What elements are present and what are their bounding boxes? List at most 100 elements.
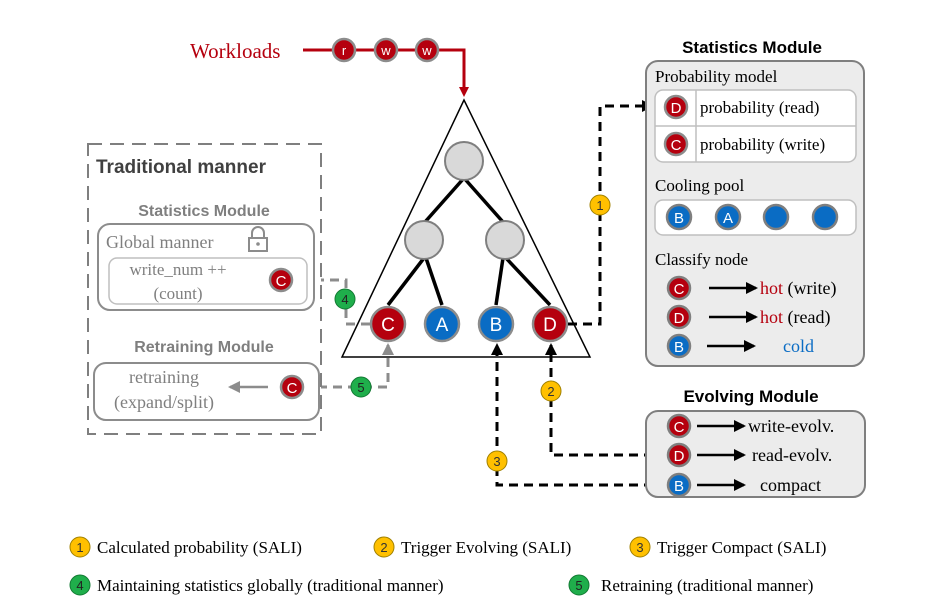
workload-op-w1: w bbox=[373, 37, 399, 63]
svg-text:read-evolv.: read-evolv. bbox=[752, 445, 832, 465]
svg-text:3: 3 bbox=[636, 540, 643, 555]
write-num-text: write_num ++ bbox=[129, 260, 226, 279]
svg-text:4: 4 bbox=[341, 292, 348, 307]
svg-text:D: D bbox=[671, 100, 682, 117]
svg-text:C: C bbox=[287, 380, 298, 397]
legend: 1 Calculated probability (SALI) 2 Trigge… bbox=[69, 536, 826, 596]
workload-op-r: r bbox=[331, 37, 357, 63]
internal-node-right bbox=[485, 220, 525, 260]
svg-text:D: D bbox=[674, 448, 685, 465]
cooling-node-a: A bbox=[714, 203, 742, 231]
cooling-pool-box bbox=[654, 199, 857, 236]
svg-text:w: w bbox=[380, 43, 391, 58]
leaf-node-b: B bbox=[477, 305, 515, 343]
probability-row-d: D probability (read) bbox=[663, 94, 819, 120]
svg-text:write-evolv.: write-evolv. bbox=[748, 416, 834, 436]
svg-text:probability (write): probability (write) bbox=[700, 135, 825, 154]
svg-text:5: 5 bbox=[357, 380, 364, 395]
workload-op-w2: w bbox=[414, 37, 440, 63]
svg-text:1: 1 bbox=[76, 540, 83, 555]
svg-text:D: D bbox=[543, 315, 557, 336]
legend-item-2: 2 Trigger Evolving (SALI) bbox=[373, 536, 571, 558]
cooling-node-empty-1 bbox=[762, 203, 790, 231]
classify-row-d: D hot (read) bbox=[666, 304, 830, 330]
retraining-node-c: C bbox=[279, 374, 305, 400]
svg-text:probability (read): probability (read) bbox=[700, 98, 819, 117]
svg-text:C: C bbox=[276, 273, 287, 290]
svg-text:C: C bbox=[671, 137, 682, 154]
svg-text:hot (read): hot (read) bbox=[760, 307, 830, 328]
traditional-stats-title: Statistics Module bbox=[138, 203, 270, 220]
svg-text:2: 2 bbox=[547, 384, 554, 399]
svg-text:hot (write): hot (write) bbox=[760, 278, 837, 299]
lock-icon bbox=[248, 226, 268, 252]
svg-text:D: D bbox=[674, 310, 685, 327]
internal-node-left bbox=[404, 220, 444, 260]
connector-step-1: 1 bbox=[568, 100, 654, 326]
traditional-manner-panel: Traditional manner Statistics Module Glo… bbox=[87, 143, 322, 435]
svg-text:B: B bbox=[674, 478, 684, 495]
svg-text:A: A bbox=[436, 315, 449, 336]
workloads-arrow bbox=[303, 48, 469, 97]
retraining-module-title: Retraining Module bbox=[134, 339, 274, 356]
legend-item-3: 3 Trigger Compact (SALI) bbox=[629, 536, 826, 558]
index-tree: C A B D bbox=[340, 98, 592, 358]
step-2-badge bbox=[540, 380, 562, 402]
step-5-badge bbox=[350, 376, 372, 398]
svg-text:C: C bbox=[381, 315, 395, 336]
traditional-stats-node-c: C bbox=[268, 267, 294, 293]
svg-text:4: 4 bbox=[76, 578, 83, 593]
workloads-label: Workloads bbox=[190, 39, 280, 63]
tree-triangle bbox=[340, 98, 592, 358]
workloads: Workloads r w w bbox=[190, 37, 469, 97]
leaf-node-d: D bbox=[531, 305, 569, 343]
classify-row-b: B cold bbox=[666, 333, 814, 359]
svg-text:2: 2 bbox=[380, 540, 387, 555]
legend-item-1: 1 Calculated probability (SALI) bbox=[69, 536, 302, 558]
evolving-row-b: B compact bbox=[666, 472, 821, 498]
svg-text:B: B bbox=[490, 315, 503, 336]
svg-text:compact: compact bbox=[760, 475, 821, 495]
svg-text:5: 5 bbox=[575, 578, 582, 593]
legend-item-5: 5 Retraining (traditional manner) bbox=[568, 574, 813, 596]
leaf-node-c: C bbox=[369, 305, 407, 343]
step-1-badge bbox=[589, 194, 611, 216]
svg-text:B: B bbox=[674, 210, 684, 227]
svg-text:cold: cold bbox=[783, 336, 814, 356]
svg-text:Trigger Compact (SALI): Trigger Compact (SALI) bbox=[657, 538, 826, 557]
svg-text:1: 1 bbox=[596, 198, 603, 213]
evolving-row-c: C write-evolv. bbox=[666, 413, 834, 439]
traditional-title: Traditional manner bbox=[96, 157, 267, 178]
svg-text:Maintaining statistics globall: Maintaining statistics globally (traditi… bbox=[97, 576, 444, 595]
connector-step-3: 3 bbox=[486, 343, 668, 487]
cooling-node-empty-2 bbox=[811, 203, 839, 231]
cooling-pool-title: Cooling pool bbox=[655, 176, 745, 195]
statistics-module-title: Statistics Module bbox=[682, 38, 822, 57]
root-node bbox=[444, 141, 484, 181]
legend-item-4: 4 Maintaining statistics globally (tradi… bbox=[69, 574, 444, 596]
cooling-node-b: B bbox=[665, 203, 693, 231]
svg-text:Retraining (traditional manner: Retraining (traditional manner) bbox=[601, 576, 813, 595]
svg-text:Calculated probability (SALI): Calculated probability (SALI) bbox=[97, 538, 302, 557]
leaf-node-a: A bbox=[423, 305, 461, 343]
svg-text:r: r bbox=[342, 43, 347, 58]
classify-row-c: C hot (write) bbox=[666, 275, 837, 301]
count-text: (count) bbox=[153, 284, 202, 303]
svg-text:B: B bbox=[674, 339, 684, 356]
evolving-module-title: Evolving Module bbox=[683, 387, 818, 406]
statistics-module-panel: Statistics Module Probability model D pr… bbox=[645, 38, 865, 367]
probability-row-c: C probability (write) bbox=[663, 131, 825, 157]
retraining-text: retraining bbox=[129, 367, 199, 387]
probability-model-title: Probability model bbox=[655, 67, 778, 86]
svg-text:A: A bbox=[723, 210, 733, 227]
connector-step-2: 2 bbox=[540, 343, 668, 457]
svg-text:3: 3 bbox=[493, 454, 500, 469]
step-3-badge bbox=[486, 450, 508, 472]
evolving-row-d: D read-evolv. bbox=[666, 442, 832, 468]
connector-step-4: 4 bbox=[300, 274, 370, 326]
global-manner-label: Global manner bbox=[106, 232, 213, 252]
retraining-box bbox=[93, 362, 320, 421]
connector-step-5: 5 bbox=[303, 343, 394, 398]
expand-split-text: (expand/split) bbox=[114, 392, 214, 413]
